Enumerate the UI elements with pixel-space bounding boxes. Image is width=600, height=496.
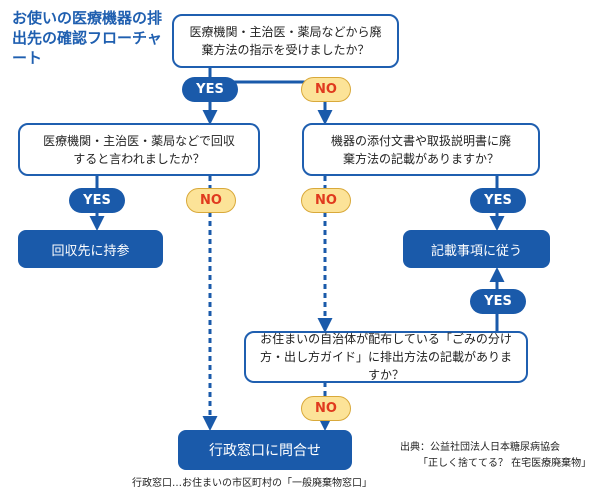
question-box-2: 医療機関・主治医・薬局などで回収すると言われましたか？ [18, 123, 260, 176]
question-2-text: 医療機関・主治医・薬局などで回収すると言われましたか？ [43, 133, 235, 166]
q1-yes-badge: YES [182, 77, 238, 102]
question-box-4: お住まいの自治体が配布している「ごみの分け方・出し方ガイド」に排出方法の記載があ… [244, 331, 528, 383]
q1-no-badge: NO [301, 77, 351, 102]
question-box-3: 機器の添付文書や取扱説明書に廃棄方法の記載がありますか？ [302, 123, 540, 176]
footnote: 行政窓口…お住まいの市区町村の「一般廃棄物窓口」 [132, 478, 372, 489]
question-1-text: 医療機関・主治医・薬局などから廃棄方法の指示を受けましたか？ [189, 25, 382, 57]
q2-yes-badge: YES [69, 188, 125, 213]
question-4-text: お住まいの自治体が配布している「ごみの分け方・出し方ガイド」に排出方法の記載があ… [259, 332, 512, 382]
q4-yes-badge: YES [470, 289, 526, 314]
source-line-2: 「正しく捨ててる？ 在宅医療廃棄物」 [418, 458, 592, 469]
question-box-1: 医療機関・主治医・薬局などから廃棄方法の指示を受けましたか？ [172, 14, 399, 68]
answer-office-text: 行政窓口に問合せ [209, 443, 321, 459]
source-line-1: 出典：公益社団法人日本糖尿病協会 [400, 442, 560, 453]
answer-follow-text: 記載事項に従う [430, 243, 522, 259]
q3-yes-badge: YES [470, 188, 526, 213]
answer-follow-box: 記載事項に従う [403, 230, 550, 268]
answer-office-box: 行政窓口に問合せ [178, 430, 352, 470]
answer-collect-box: 回収先に持参 [18, 230, 163, 268]
question-3-text: 機器の添付文書や取扱説明書に廃棄方法の記載がありますか？ [330, 133, 511, 166]
source-credit: 出典：公益社団法人日本糖尿病協会 「正しく捨ててる？ 在宅医療廃棄物」 [400, 440, 591, 472]
q2-no-badge: NO [186, 188, 236, 213]
answer-collect-text: 回収先に持参 [51, 243, 130, 259]
q4-no-badge: NO [301, 396, 351, 421]
q3-no-badge: NO [301, 188, 351, 213]
flowchart-title: お使いの医療機器の排出先の確認フローチャート [12, 9, 163, 67]
